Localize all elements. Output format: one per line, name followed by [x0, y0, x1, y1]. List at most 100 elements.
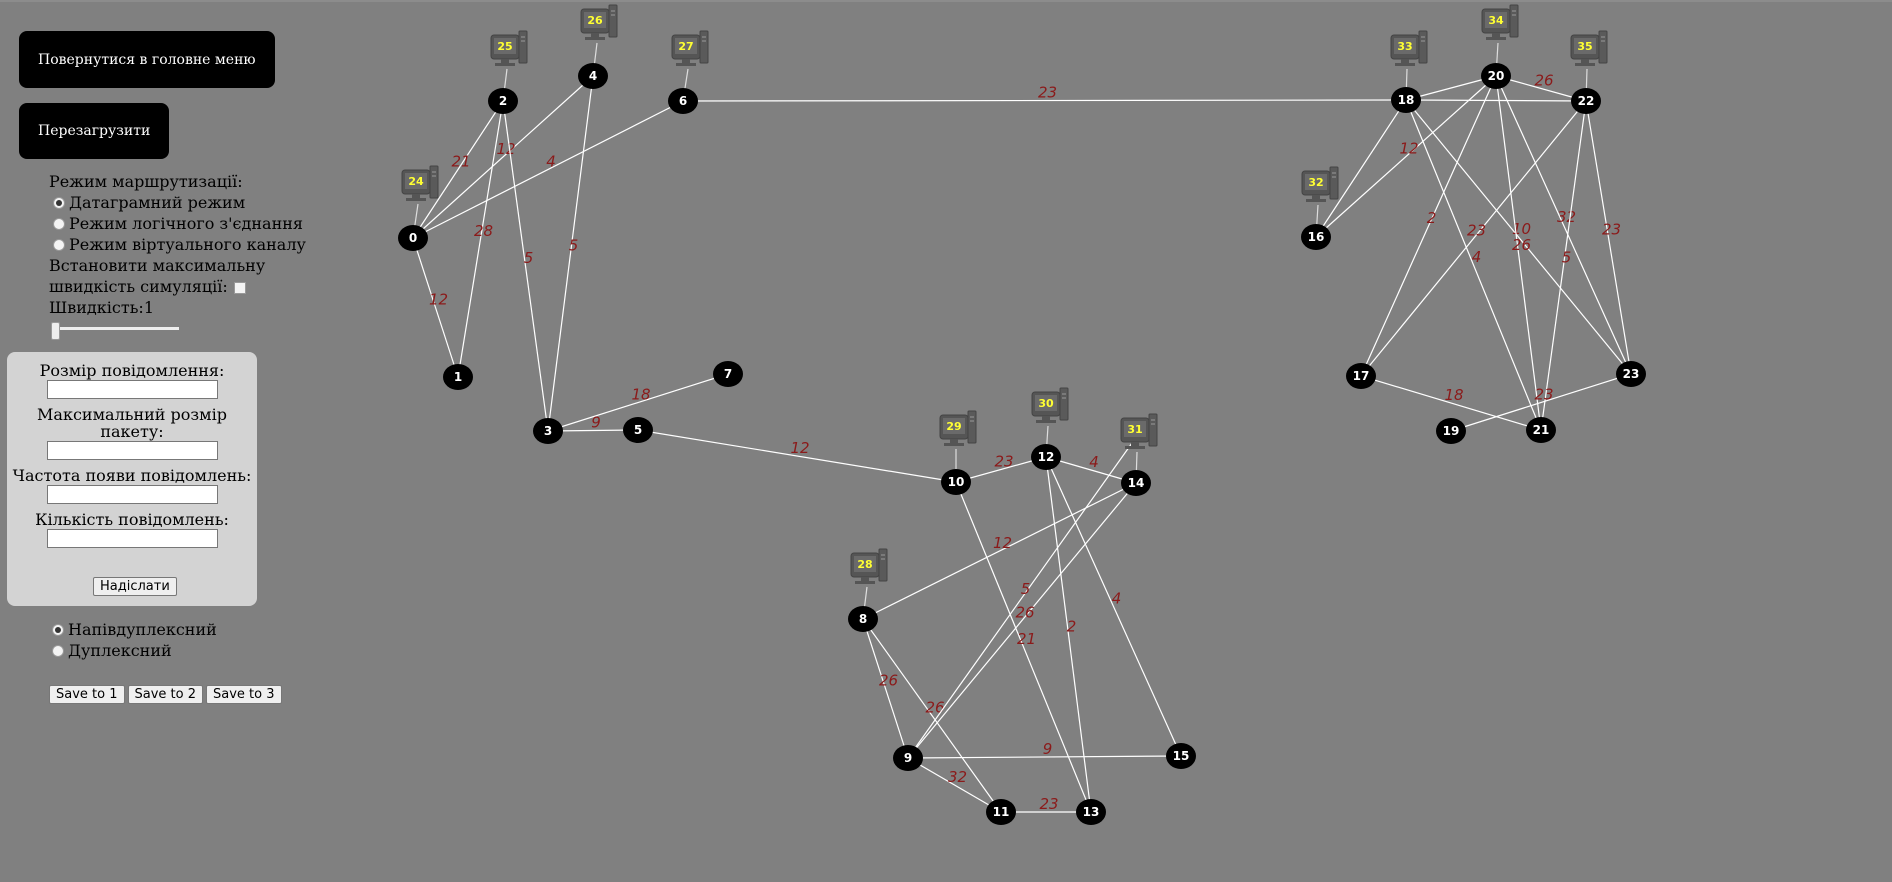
radio-full-duplex[interactable]	[52, 644, 64, 657]
routing-mode-datagram[interactable]: Датаграмний режим	[49, 192, 306, 213]
half-duplex-option[interactable]: Напівдуплексний	[52, 619, 217, 640]
computer-icon[interactable]: 33	[1390, 30, 1428, 66]
computer-icon[interactable]: 27	[671, 30, 709, 66]
network-link[interactable]	[1045, 456, 1137, 484]
speed-slider[interactable]	[51, 322, 179, 340]
frequency-input[interactable]	[46, 485, 218, 504]
computer-icon[interactable]: 34	[1481, 4, 1519, 40]
network-link[interactable]	[862, 482, 1137, 620]
network-link[interactable]	[457, 100, 504, 378]
max-packet-input[interactable]	[46, 441, 218, 460]
network-link[interactable]	[1585, 100, 1632, 375]
radio-datagram[interactable]	[53, 196, 65, 209]
router-node[interactable]: 8	[848, 606, 878, 632]
message-count-input[interactable]	[46, 529, 218, 548]
router-node[interactable]: 10	[941, 469, 971, 495]
network-link[interactable]	[547, 429, 639, 432]
network-link[interactable]	[862, 618, 1002, 813]
network-link[interactable]	[412, 237, 459, 378]
router-node[interactable]: 2	[488, 88, 518, 114]
send-button[interactable]: Надіслати	[93, 577, 177, 596]
router-node[interactable]: 20	[1481, 63, 1511, 89]
network-link[interactable]	[1495, 75, 1542, 431]
router-node[interactable]: 13	[1076, 799, 1106, 825]
router-node[interactable]: 22	[1571, 88, 1601, 114]
network-link[interactable]	[1540, 100, 1587, 431]
routing-mode-virtual[interactable]: Режим віртуального каналу	[49, 234, 306, 255]
message-size-input[interactable]	[46, 380, 218, 399]
network-link[interactable]	[637, 429, 957, 483]
computer-icon[interactable]: 26	[580, 4, 618, 40]
network-link[interactable]	[1405, 99, 1542, 431]
router-node[interactable]: 0	[398, 225, 428, 251]
network-link[interactable]	[955, 456, 1047, 483]
save-to-3-button[interactable]: Save to 3	[206, 685, 282, 704]
router-node[interactable]: 1	[443, 364, 473, 390]
router-node[interactable]: 7	[713, 361, 743, 387]
link-weight-label: 32	[1557, 208, 1576, 226]
network-link[interactable]	[1045, 456, 1182, 757]
network-link[interactable]	[1405, 99, 1587, 102]
router-node[interactable]: 19	[1436, 418, 1466, 444]
router-node[interactable]: 15	[1166, 743, 1196, 769]
computer-icon[interactable]: 35	[1570, 30, 1608, 66]
network-link[interactable]	[412, 100, 684, 239]
routing-mode-logical[interactable]: Режим логічного з'єднання	[49, 213, 306, 234]
computer-icon[interactable]: 30	[1031, 387, 1069, 423]
network-link[interactable]	[1405, 75, 1497, 101]
computer-icon[interactable]: 29	[939, 410, 977, 446]
network-link[interactable]	[547, 373, 729, 432]
router-node[interactable]: 5	[623, 417, 653, 443]
network-link[interactable]	[1315, 75, 1497, 238]
network-link[interactable]	[907, 435, 1138, 759]
radio-virtual[interactable]	[53, 238, 65, 251]
save-to-1-button[interactable]: Save to 1	[49, 685, 125, 704]
network-link[interactable]	[1360, 75, 1497, 377]
router-node[interactable]: 6	[668, 88, 698, 114]
link-weight-label: 23	[1602, 221, 1621, 239]
router-node[interactable]: 3	[533, 418, 563, 444]
network-link[interactable]	[412, 75, 594, 239]
network-link[interactable]	[1495, 75, 1632, 375]
save-to-2-button[interactable]: Save to 2	[127, 685, 203, 704]
reload-button[interactable]: Перезагрузити	[19, 103, 170, 159]
router-node[interactable]: 4	[578, 63, 608, 89]
network-link[interactable]	[412, 100, 504, 239]
network-link[interactable]	[502, 100, 549, 432]
router-node[interactable]: 11	[986, 799, 1016, 825]
network-link[interactable]	[907, 482, 1137, 759]
network-link[interactable]	[862, 618, 909, 759]
network-link[interactable]	[682, 99, 1407, 102]
network-link[interactable]	[1315, 99, 1407, 238]
computer-icon[interactable]: 25	[490, 30, 528, 66]
router-node[interactable]: 18	[1391, 87, 1421, 113]
network-link[interactable]	[907, 757, 1002, 813]
network-link[interactable]	[1360, 375, 1542, 431]
router-node[interactable]: 16	[1301, 224, 1331, 250]
network-link[interactable]	[1405, 99, 1632, 375]
computer-icon[interactable]: 24	[401, 165, 439, 201]
router-node[interactable]: 9	[893, 745, 923, 771]
router-node[interactable]: 12	[1031, 444, 1061, 470]
network-link[interactable]	[1450, 373, 1632, 432]
router-node[interactable]: 14	[1121, 470, 1151, 496]
network-link[interactable]	[547, 75, 594, 432]
network-link[interactable]	[907, 755, 1182, 759]
computer-icon[interactable]: 31	[1120, 413, 1158, 449]
network-link[interactable]	[1045, 456, 1092, 813]
radio-logical[interactable]	[53, 217, 65, 230]
network-link[interactable]	[1360, 100, 1587, 377]
radio-half-duplex[interactable]	[52, 623, 64, 636]
full-duplex-option[interactable]: Дуплексний	[52, 640, 217, 661]
router-node[interactable]: 17	[1346, 363, 1376, 389]
max-speed-checkbox[interactable]	[233, 281, 246, 294]
main-menu-button[interactable]: Повернутися в головне меню	[19, 31, 275, 88]
computer-icon[interactable]: 28	[850, 548, 888, 584]
speed-slider-thumb[interactable]	[51, 322, 60, 340]
router-node[interactable]: 21	[1526, 417, 1556, 443]
computer-icon[interactable]: 32	[1301, 166, 1339, 202]
link-weight-label: 4	[1472, 248, 1482, 266]
network-link[interactable]	[1495, 75, 1587, 102]
router-node[interactable]: 23	[1616, 361, 1646, 387]
